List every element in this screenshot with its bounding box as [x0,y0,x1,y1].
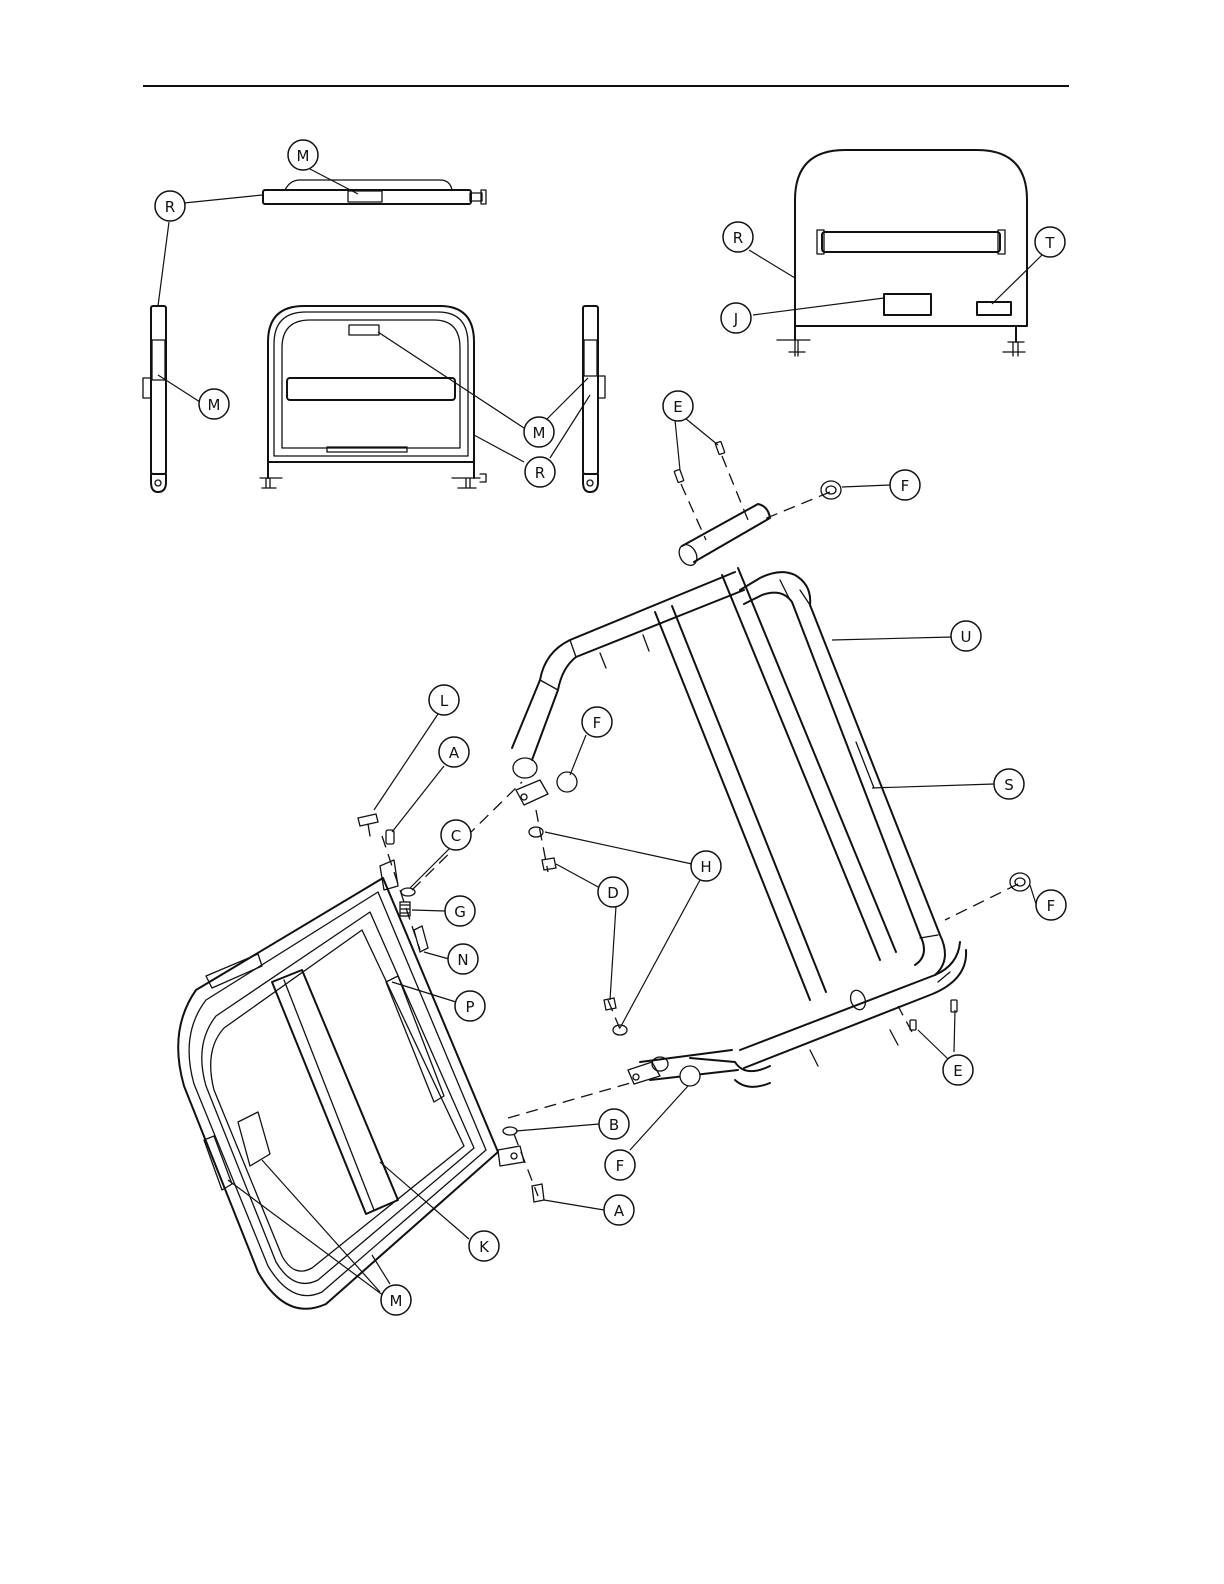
callout-label: U [961,628,972,646]
callout-label: L [440,692,449,710]
callouts: M R M M R R T J E F U L F A C S H D G F N P E B F A K M [155,140,1066,1315]
right-side-view [583,306,605,492]
callout-f: F [582,707,612,737]
callout-f: F [1036,890,1066,920]
callout-m: M [288,140,318,170]
callout-label: R [733,229,743,247]
callout-r: R [525,457,555,487]
callout-label: F [1047,897,1056,915]
callout-d: D [598,877,628,907]
callout-label: G [454,903,466,921]
callout-c: C [441,820,471,850]
callout-label: A [614,1202,625,1220]
left-side-view [143,306,166,492]
callout-label: E [673,398,682,416]
callout-label: F [901,477,910,495]
callout-label: E [953,1062,962,1080]
callout-label: K [479,1238,490,1256]
callout-f: F [890,470,920,500]
callout-h: H [691,851,721,881]
main-frame-assembly [512,504,966,1087]
callout-p: P [455,991,485,1021]
assembly-lines [382,456,1018,1196]
callout-label: M [390,1292,403,1310]
callout-label: D [607,884,619,902]
callout-r: R [155,191,185,221]
callout-label: N [457,951,468,969]
callout-t: T [1035,227,1065,257]
callout-label: M [533,424,546,442]
callout-m: M [199,389,229,419]
callout-u: U [951,621,981,651]
callout-label: A [449,744,460,762]
callout-label: R [535,464,545,482]
top-view [263,180,486,204]
callout-label: S [1004,776,1014,794]
callout-label: R [165,198,175,216]
rear-view [777,150,1027,356]
callout-m: M [381,1285,411,1315]
callout-label: H [700,858,711,876]
callout-g: G [445,896,475,926]
callout-a: A [439,737,469,767]
callout-f: F [605,1150,635,1180]
callout-label: B [609,1116,619,1134]
callout-m: M [524,417,554,447]
callout-e: E [943,1055,973,1085]
callout-b: B [599,1109,629,1139]
callout-j: J [721,303,751,333]
callout-label: C [451,827,461,845]
callout-e: E [663,391,693,421]
callout-label: M [297,147,310,165]
callout-a: A [604,1195,634,1225]
callout-k: K [469,1231,499,1261]
callout-label: F [616,1157,625,1175]
callout-label: J [733,310,738,328]
front-view [260,306,486,488]
callout-l: L [429,685,459,715]
callout-label: P [465,998,474,1016]
callout-label: F [593,714,602,732]
callout-label: M [208,396,221,414]
callout-r: R [723,222,753,252]
callout-s: S [994,769,1024,799]
callout-n: N [448,944,478,974]
callout-label: T [1044,234,1055,252]
